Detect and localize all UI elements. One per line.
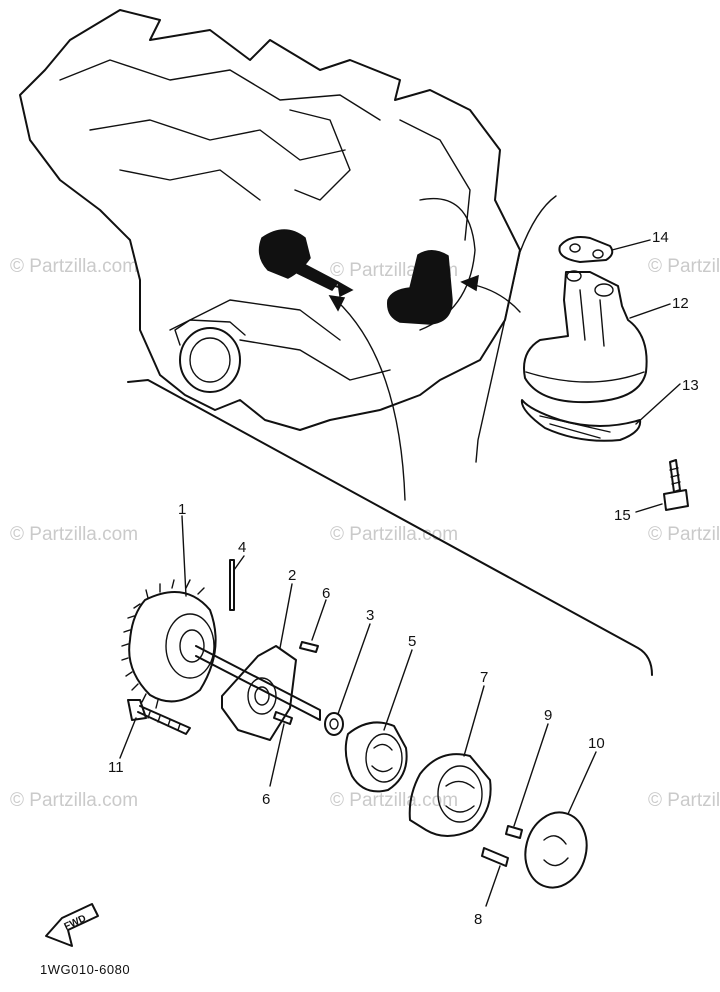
pump-screw [481,847,509,867]
callout-1: 1 [178,501,186,518]
assembly-frame [127,195,653,676]
callout-6: 6 [262,791,270,808]
oil-strainer-group [520,236,689,513]
callout-9: 9 [544,707,552,724]
callout-6: 6 [322,585,330,602]
callout-3: 3 [366,607,374,624]
strainer-bolt [663,459,689,511]
watermarks: © Partzilla.com © Partzilla.com © Partzi… [10,256,720,811]
pump-cover [524,811,588,889]
oil-strainer [523,271,648,404]
washer [324,712,344,736]
watermark: © Partzilla.com [330,790,458,811]
oil-strainer-fitting [387,250,453,325]
callout-12: 12 [672,295,689,312]
callout-2: 2 [288,567,296,584]
callout-11: 11 [108,759,124,776]
callout-4: 4 [238,539,246,556]
watermark: © Partzilla.com [330,524,458,545]
watermark: © Partzilla.com [10,524,138,545]
gasket [558,236,614,263]
watermark: © Partzilla.com [648,256,720,277]
watermark: © Partzilla.com [648,790,720,811]
pin [229,559,235,611]
engine-crankcase [19,9,521,501]
callout-13: 13 [682,377,699,394]
callout-8: 8 [474,911,482,928]
watermark: © Partzilla.com [10,256,138,277]
watermark: © Partzilla.com [648,524,720,545]
outer-rotor [344,721,408,793]
callout-5: 5 [408,633,416,650]
callout-15: 15 [614,507,631,524]
oil-pump-group [119,515,597,907]
pump-body [408,753,492,837]
diagram-code: 1WG010-6080 [40,962,130,977]
pump-housing-cover [221,645,297,741]
callout-7: 7 [480,669,488,686]
oil-pump-gear [121,579,217,709]
callout-14: 14 [652,229,669,246]
callout-10: 10 [588,735,605,752]
pin [505,825,523,839]
dowel-pin [273,711,293,725]
watermark: © Partzilla.com [10,790,138,811]
dowel-pin [299,641,319,653]
pump-bolt [127,699,191,735]
fwd-arrow-icon: FWD [45,903,99,947]
crankcase-boss [179,327,241,393]
strainer-screen [520,399,642,442]
callouts: 1 2 3 4 5 6 6 7 8 9 10 11 12 13 14 15 [108,229,699,928]
